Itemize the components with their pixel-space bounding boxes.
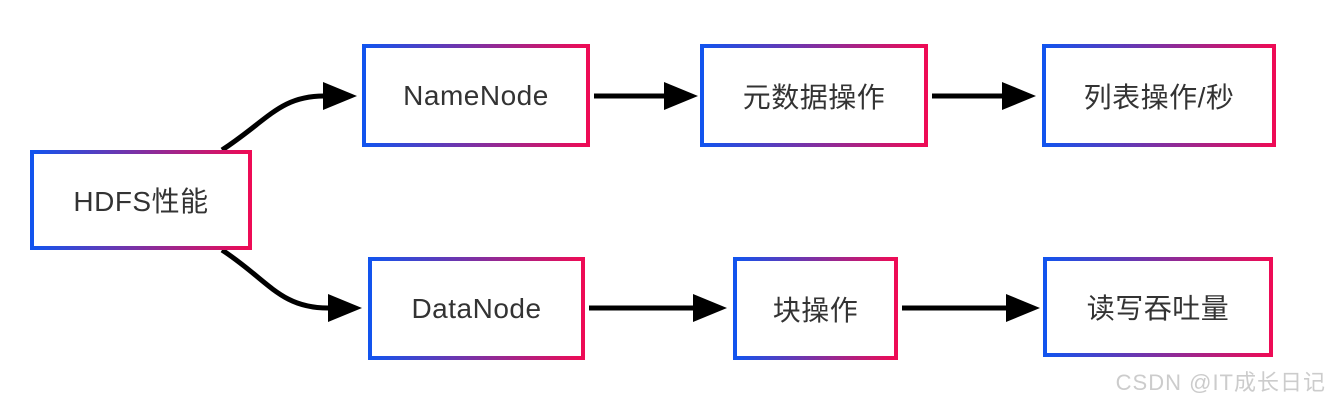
- node-block-operations: 块操作: [733, 257, 898, 360]
- arrow-datanode-to-blockops: [589, 294, 727, 322]
- arrow-metaops-to-listops: [932, 82, 1036, 110]
- node-hdfs-performance-label: HDFS性能: [73, 186, 209, 217]
- node-namenode-label: NameNode: [403, 79, 549, 111]
- arrow-hdfs-to-datanode: [220, 247, 362, 322]
- node-datanode: DataNode: [368, 257, 585, 360]
- node-block-operations-label: 块操作: [772, 294, 859, 326]
- node-read-write-throughput: 读写吞吐量: [1043, 257, 1273, 357]
- node-hdfs-performance: HDFS性能: [30, 150, 252, 250]
- node-datanode-label: DataNode: [411, 292, 542, 324]
- node-namenode: NameNode: [362, 44, 590, 147]
- node-read-write-throughput-label: 读写吞吐量: [1086, 293, 1230, 324]
- node-list-operations-per-second-label: 列表操作/秒: [1083, 81, 1235, 113]
- arrow-namenode-to-metaops: [594, 82, 698, 110]
- arrow-hdfs-to-namenode: [220, 82, 357, 153]
- node-metadata-operations-label: 元数据操作: [742, 81, 886, 113]
- node-list-operations-per-second: 列表操作/秒: [1042, 44, 1276, 147]
- node-metadata-operations: 元数据操作: [700, 44, 928, 147]
- arrow-blockops-to-throughput: [902, 294, 1040, 322]
- csdn-watermark: CSDN @IT成长日记: [1115, 370, 1326, 395]
